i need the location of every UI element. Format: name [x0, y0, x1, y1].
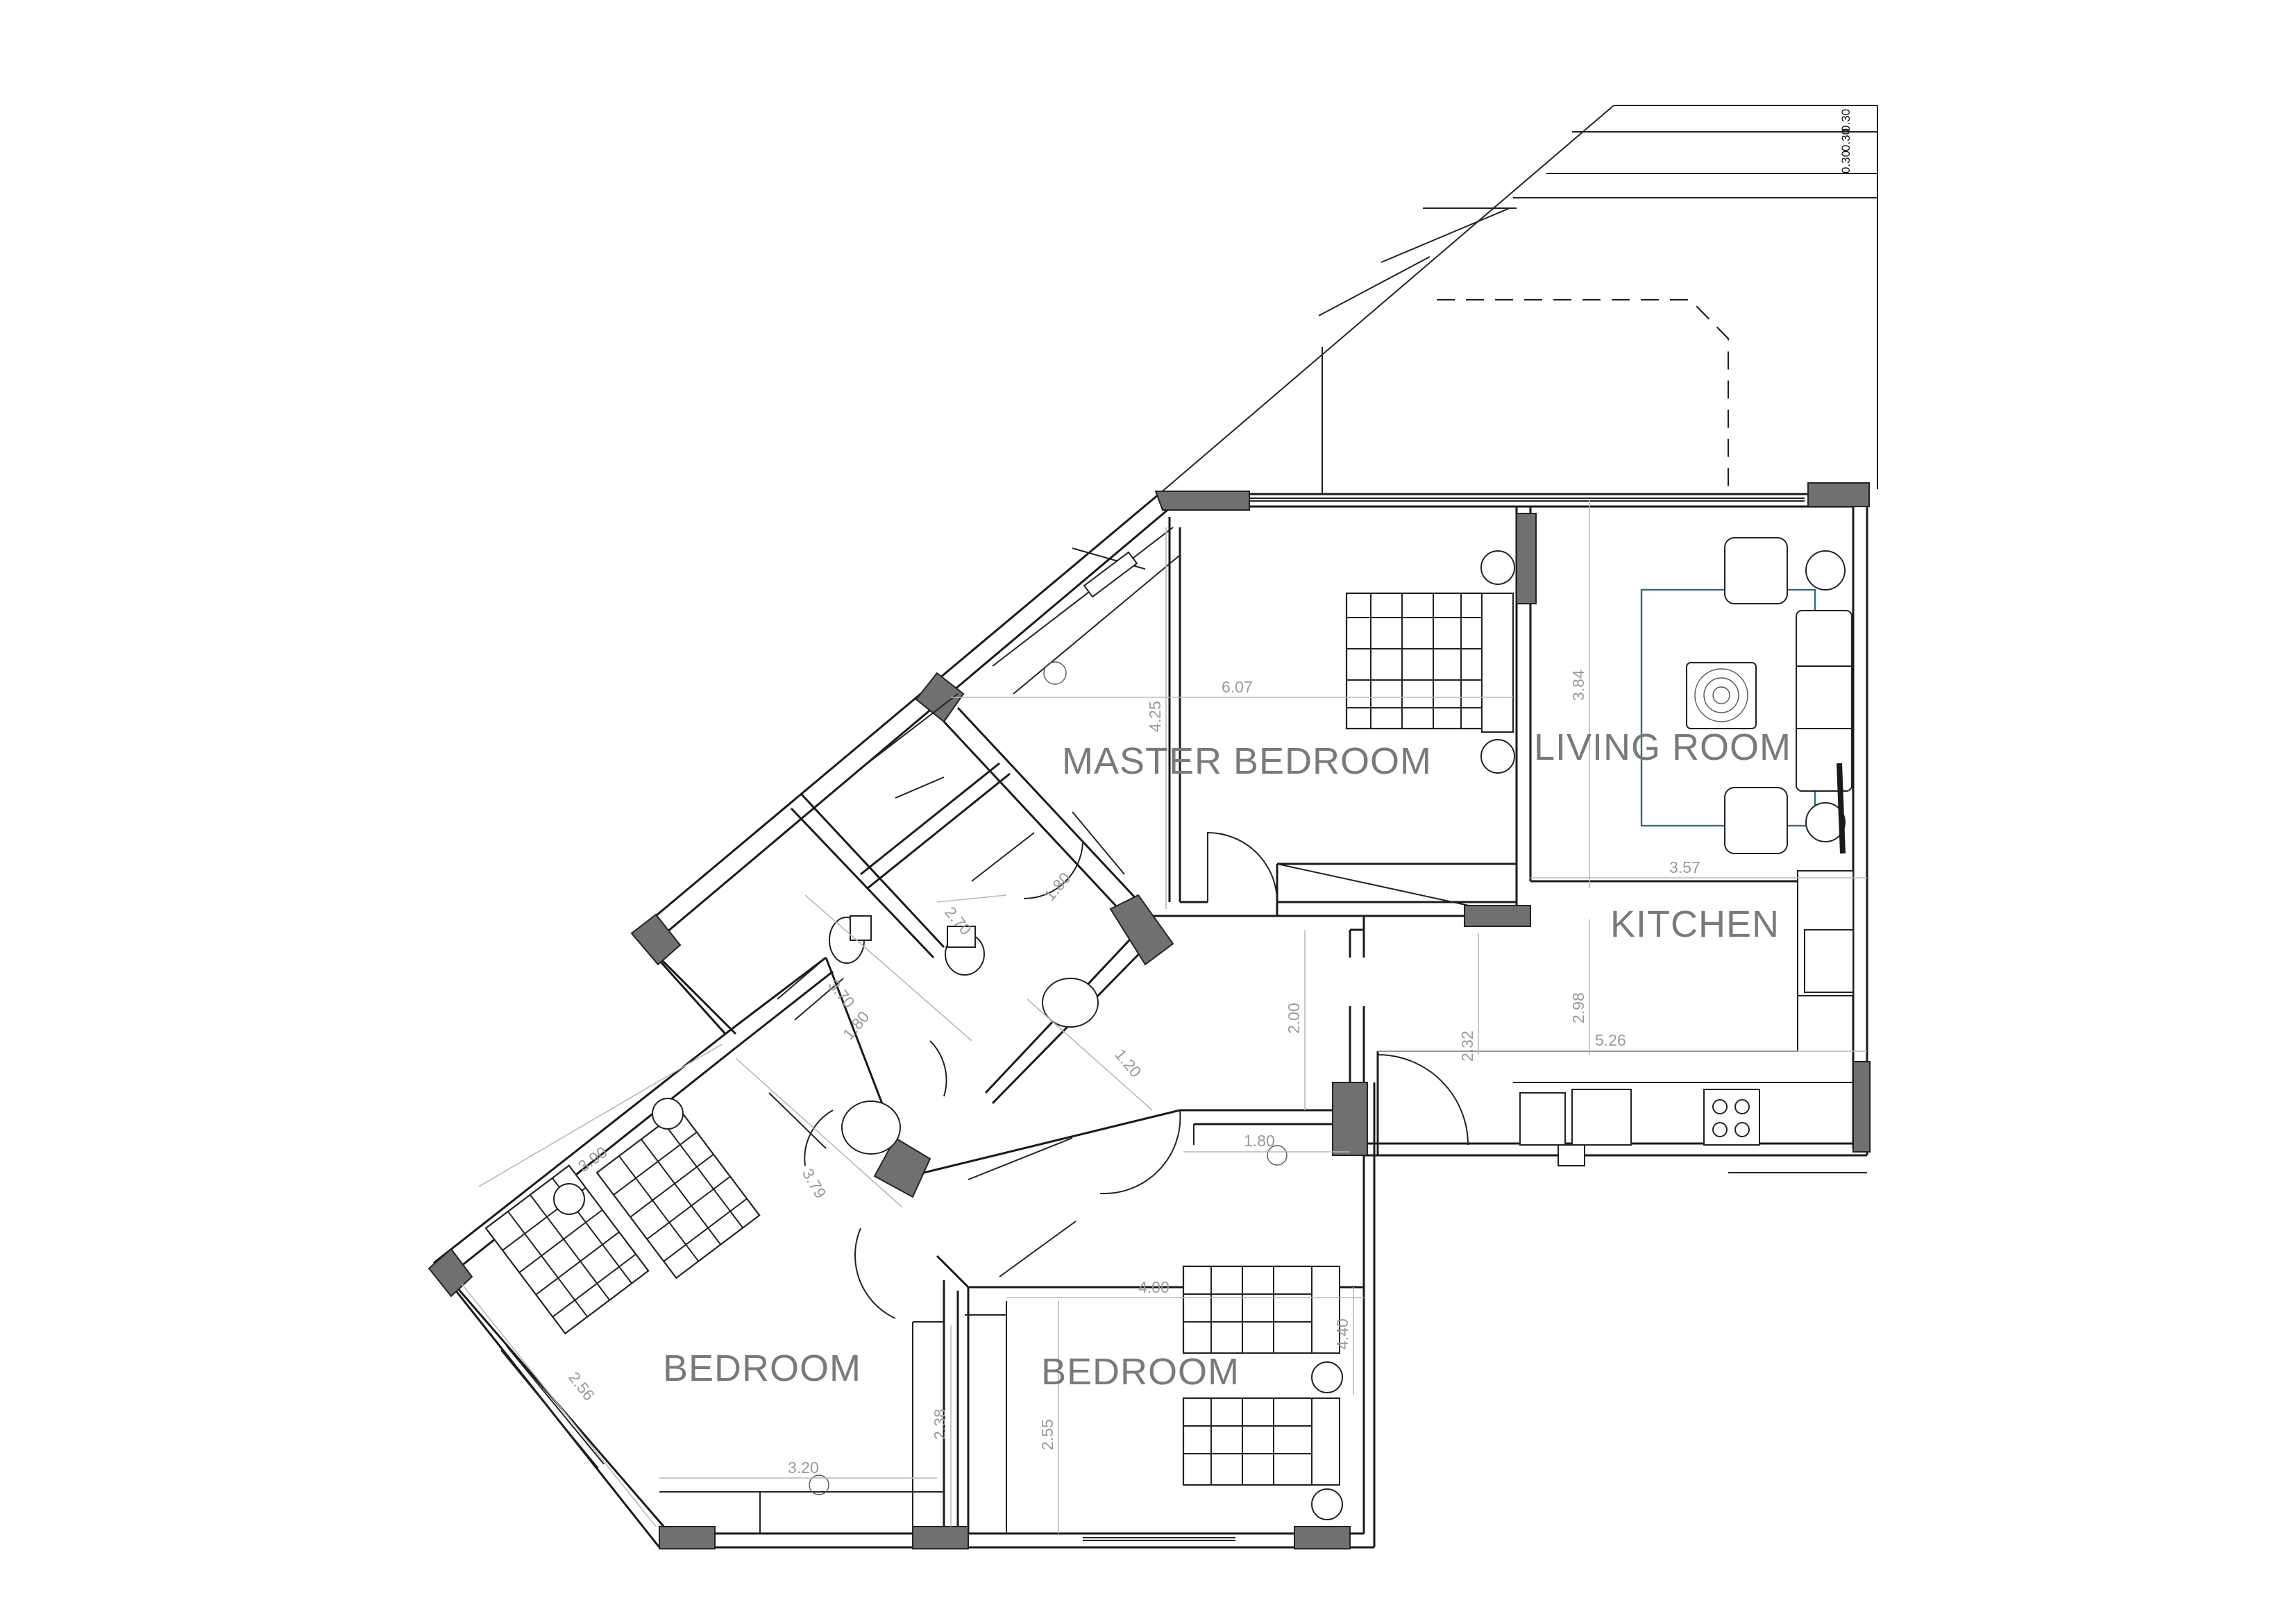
room-labels: MASTER BEDROOM LIVING ROOM KITCHEN BEDRO…	[663, 726, 1791, 1393]
dim-bed-right-width: 4.00	[1138, 1278, 1170, 1296]
dimension-lines	[461, 500, 1867, 1533]
kitchen-furniture	[1513, 870, 1867, 1173]
room-label-bedroom-right: BEDROOM	[1041, 1351, 1240, 1393]
dim-bed-left-closet: 2.38	[931, 1409, 949, 1440]
balcony: 0.30 0.30 0.30	[1158, 105, 1878, 495]
right-bedroom-furniture	[1182, 1145, 1343, 1520]
living-room-furniture	[1640, 537, 1852, 854]
dim-hall-small2: 1.80	[1244, 1132, 1275, 1150]
dim-bath2-b: 1.80	[1040, 869, 1074, 904]
room-label-master-bedroom: MASTER BEDROOM	[1062, 740, 1432, 782]
left-bedroom-furniture	[484, 1098, 829, 1495]
room-label-bedroom-left: BEDROOM	[663, 1348, 861, 1389]
balcony-tick-2: 0.30	[1839, 151, 1852, 173]
master-bedroom-furniture	[992, 527, 1515, 774]
room-label-kitchen: KITCHEN	[1610, 903, 1780, 945]
dim-bed-right-depth: 4.40	[1333, 1318, 1351, 1350]
dim-bath1-b: 1.80	[839, 1008, 873, 1043]
dim-master-width: 6.07	[1222, 678, 1253, 696]
columns	[428, 482, 1871, 1549]
dim-bed-right-closet: 2.55	[1038, 1419, 1056, 1450]
balcony-tick-3: 0.30	[1839, 109, 1852, 132]
dim-living-width: 3.57	[1669, 858, 1700, 876]
dim-kitchen-depth: 2.98	[1569, 992, 1587, 1023]
dim-bath1-a: 3.70	[825, 976, 859, 1012]
room-label-living-room: LIVING ROOM	[1534, 726, 1791, 768]
dim-hall-small: 2.32	[1458, 1030, 1476, 1062]
dim-bed-left-c: 2.56	[565, 1368, 598, 1404]
exterior-walls	[432, 493, 1868, 1549]
bathroom-fixtures	[777, 693, 1099, 1155]
dim-bed-left-width: 3.20	[788, 1459, 819, 1477]
windows	[500, 498, 1805, 1541]
dim-kitchen-width: 5.26	[1595, 1031, 1626, 1049]
dim-bed-left-b: 3.79	[799, 1166, 830, 1202]
doors	[804, 831, 1469, 1319]
dim-master-depth: 4.25	[1146, 701, 1164, 732]
dim-living-depth: 3.84	[1569, 670, 1587, 701]
dim-hall-width: 2.00	[1285, 1003, 1303, 1034]
balcony-tick-1: 0.30	[1839, 128, 1852, 151]
dim-passage: 1.20	[1111, 1046, 1145, 1081]
